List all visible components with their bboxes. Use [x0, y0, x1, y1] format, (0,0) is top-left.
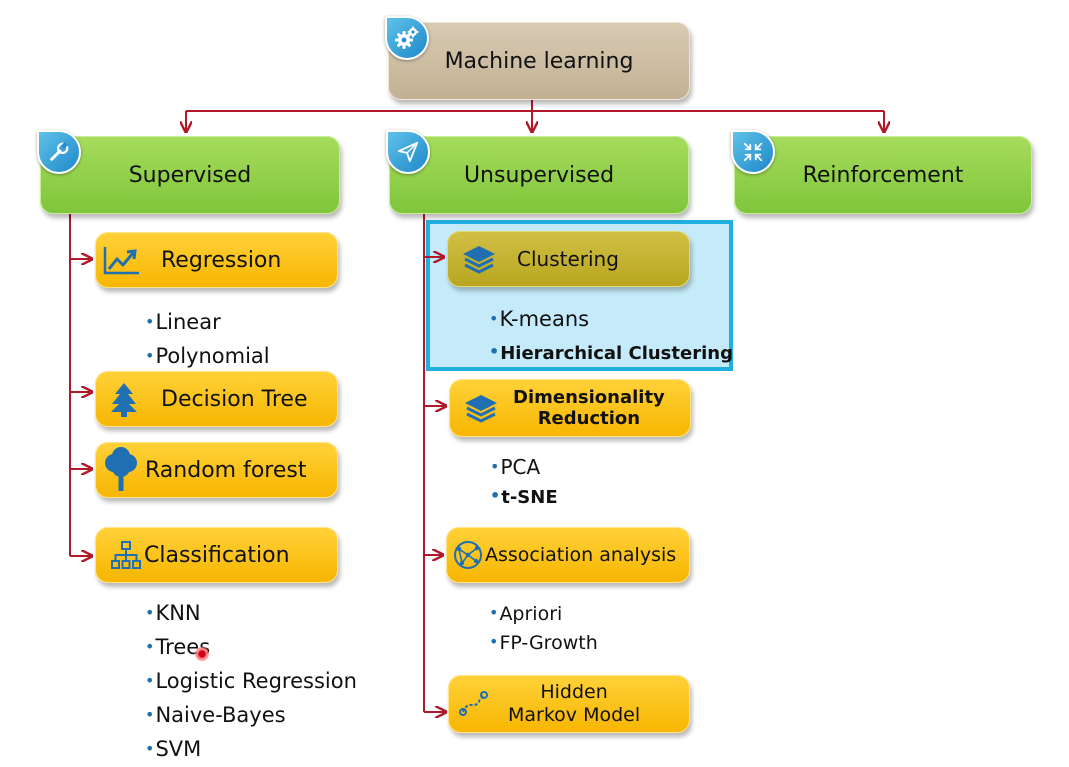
dimensionality-items: PCA t-SNE [490, 453, 558, 512]
unsupervised-node[interactable]: Unsupervised [386, 130, 689, 214]
classification-label: Classification [144, 542, 290, 568]
clustering-items: K-means Hierarchical Clustering [489, 303, 733, 370]
hidden-markov-label-line2: Markov Model [508, 704, 641, 726]
dimensionality-reduction-node[interactable]: Dimensionality Reduction [449, 379, 691, 437]
list-item: Naive-Bayes [145, 699, 357, 733]
dimensionality-reduction-label: Dimensionality Reduction [513, 387, 665, 429]
tree-icon [103, 447, 139, 493]
supervised-label: Supervised [128, 162, 252, 188]
hidden-markov-model-label: Hidden Markov Model [508, 681, 640, 727]
pine-tree-icon [109, 381, 139, 417]
clustering-node[interactable]: Clustering [447, 231, 690, 287]
machine-learning-node[interactable]: Machine learning [385, 16, 690, 100]
random-forest-label: Random forest [145, 457, 307, 483]
cursor-indicator [195, 647, 209, 661]
list-item: KNN [145, 597, 357, 631]
classification-items: KNN Trees Logistic Regression Naive-Baye… [145, 597, 357, 767]
dimensionality-label-line1: Dimensionality [513, 387, 665, 408]
path-icon [458, 691, 488, 717]
reinforcement-label: Reinforcement [802, 162, 964, 188]
list-item: K-means [489, 303, 733, 337]
dimensionality-label-line2: Reduction [537, 408, 641, 429]
decision-tree-node[interactable]: Decision Tree [95, 371, 338, 427]
machine-learning-label: Machine learning [444, 48, 634, 74]
line-chart-icon [103, 245, 141, 275]
unsupervised-label: Unsupervised [463, 162, 615, 188]
classification-node[interactable]: Classification [95, 527, 338, 583]
list-item: Linear [145, 306, 270, 340]
reinforcement-node[interactable]: Reinforcement [731, 130, 1032, 214]
random-forest-node[interactable]: Random forest [95, 442, 338, 498]
list-item: t-SNE [490, 483, 557, 512]
gears-icon [385, 16, 429, 60]
list-item: Logistic Regression [145, 665, 356, 699]
list-item: Hierarchical Clustering [489, 337, 733, 370]
list-item: FP-Growth [489, 629, 597, 658]
supervised-node[interactable]: Supervised [37, 130, 340, 214]
hidden-markov-model-node[interactable]: Hidden Markov Model [448, 675, 690, 733]
paper-plane-icon [386, 130, 430, 174]
list-item: Trees [145, 631, 357, 665]
layers-icon [463, 393, 499, 423]
decision-tree-label: Decision Tree [161, 386, 308, 412]
network-globe-icon [453, 540, 483, 570]
regression-label: Regression [161, 247, 282, 273]
association-analysis-node[interactable]: Association analysis [446, 527, 690, 583]
wrench-icon [37, 130, 81, 174]
list-item: Apriori [489, 600, 598, 629]
layers-icon [461, 244, 497, 274]
association-items: Apriori FP-Growth [489, 600, 598, 658]
list-item: Polynomial [145, 340, 269, 374]
hidden-markov-label-line1: Hidden [540, 681, 608, 703]
list-item: SVM [145, 733, 357, 767]
list-item: PCA [490, 453, 558, 483]
compress-arrows-icon [731, 130, 775, 174]
association-analysis-label: Association analysis [485, 544, 677, 566]
regression-items: Linear Polynomial [145, 306, 270, 374]
regression-node[interactable]: Regression [95, 232, 338, 288]
clustering-label: Clustering [517, 247, 619, 271]
hierarchy-icon [111, 540, 141, 570]
